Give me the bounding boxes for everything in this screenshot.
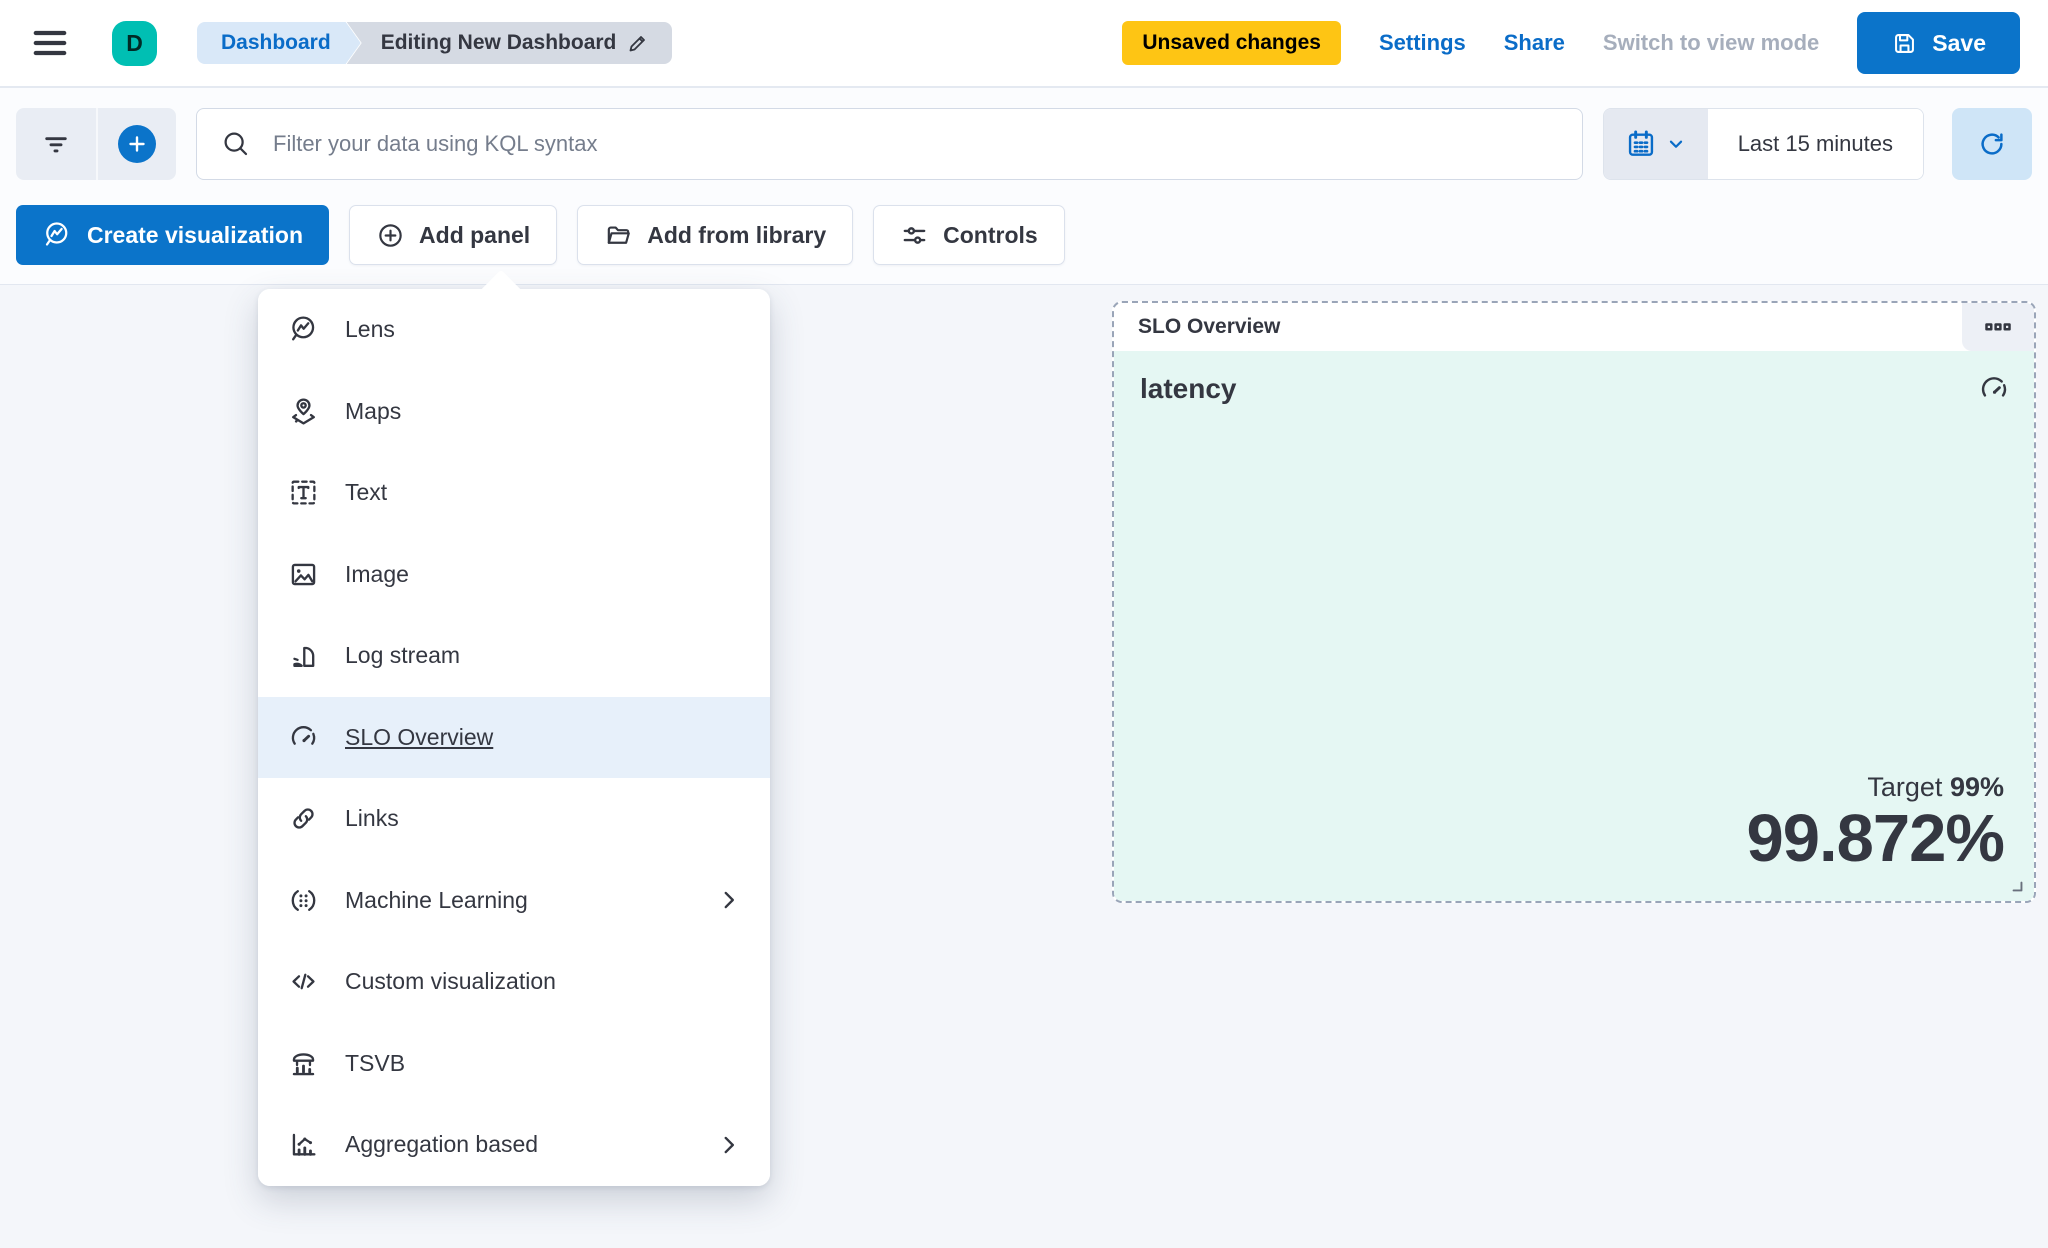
maps-icon: [288, 396, 319, 427]
create-visualization-label: Create visualization: [87, 221, 304, 248]
menu-item-links[interactable]: Links: [258, 778, 770, 860]
add-panel-menu: Lens Maps Text Image Log stream SLO Over…: [258, 269, 770, 1186]
filter-icon: [40, 128, 72, 160]
save-icon: [1891, 30, 1918, 57]
menu-item-machine-learning[interactable]: Machine Learning: [258, 860, 770, 942]
settings-link[interactable]: Settings: [1378, 30, 1466, 55]
chevron-right-icon: [716, 887, 742, 913]
header-actions: Unsaved changes Settings Share Switch to…: [1122, 12, 2020, 74]
slo-metric-name: latency: [1140, 373, 1237, 404]
hamburger-menu-button[interactable]: [28, 21, 72, 65]
panel-header: SLO Overview: [1114, 303, 2034, 351]
save-button[interactable]: Save: [1857, 12, 2020, 74]
slo-target-value: 99%: [1949, 771, 2004, 802]
slo-values: Target 99% 99.872%: [1747, 772, 2005, 875]
menu-item-slo-overview[interactable]: SLO Overview: [258, 696, 770, 778]
slo-overview-panel[interactable]: SLO Overview latency Target 99% 99.872%: [1112, 301, 2036, 903]
hamburger-icon: [30, 23, 70, 63]
refresh-icon: [1977, 129, 2007, 159]
agg-icon: [288, 1129, 319, 1160]
plus-circle-icon: [376, 221, 405, 250]
switch-view-mode-link[interactable]: Switch to view mode: [1602, 30, 1820, 55]
controls-label: Controls: [943, 221, 1038, 248]
avatar[interactable]: D: [112, 20, 157, 66]
gauge-icon: [1978, 373, 2010, 405]
refresh-button[interactable]: [1952, 108, 2032, 180]
folder-icon: [604, 221, 633, 250]
add-from-library-label: Add from library: [647, 221, 827, 248]
time-picker-calendar-button[interactable]: [1603, 109, 1708, 179]
controls-button[interactable]: Controls: [873, 205, 1065, 265]
search-toolbar: Last 15 minutes: [0, 88, 2048, 180]
breadcrumb: Dashboard Editing New Dashboard: [197, 22, 673, 64]
filter-menu-button[interactable]: [16, 108, 96, 180]
text-icon: [288, 477, 319, 508]
menu-item-maps[interactable]: Maps: [258, 371, 770, 453]
add-panel-label: Add panel: [419, 221, 531, 248]
plus-circle-icon: [118, 125, 156, 163]
slo-panel-body: latency Target 99% 99.872%: [1114, 351, 2034, 901]
breadcrumb-current[interactable]: Editing New Dashboard: [346, 22, 673, 64]
log-stream-icon: [288, 640, 319, 671]
panel-options-button[interactable]: [1962, 303, 2034, 351]
kql-search-input[interactable]: [273, 131, 1558, 157]
menu-item-aggregation-based[interactable]: Aggregation based: [258, 1104, 770, 1186]
links-icon: [288, 803, 319, 834]
menu-item-custom-visualization[interactable]: Custom visualization: [258, 941, 770, 1023]
panel-title: SLO Overview: [1138, 315, 1281, 338]
dashboard-canvas: Lens Maps Text Image Log stream SLO Over…: [0, 269, 2048, 1248]
calendar-icon: [1625, 128, 1657, 160]
share-link[interactable]: Share: [1503, 30, 1565, 55]
create-visualization-button[interactable]: Create visualization: [16, 205, 330, 265]
code-icon: [288, 966, 319, 997]
menu-item-lens[interactable]: Lens: [258, 289, 770, 371]
slo-gauge-icon: [288, 722, 319, 753]
pencil-icon: [626, 31, 650, 55]
add-from-library-button[interactable]: Add from library: [577, 205, 854, 265]
slo-value: 99.872%: [1746, 800, 2005, 876]
menu-item-log-stream[interactable]: Log stream: [258, 615, 770, 697]
breadcrumb-dashboard[interactable]: Dashboard: [197, 22, 361, 64]
time-picker: Last 15 minutes: [1602, 108, 1924, 180]
image-icon: [288, 559, 319, 590]
ml-icon: [288, 885, 319, 916]
tsvb-icon: [288, 1048, 319, 1079]
add-panel-button[interactable]: Add panel: [349, 205, 558, 265]
breadcrumb-current-label: Editing New Dashboard: [380, 31, 617, 54]
chevron-down-icon: [1665, 133, 1687, 155]
dashboard-actions-bar: Create visualization Add panel Add from …: [0, 180, 2048, 265]
kql-search-bar: [196, 108, 1583, 180]
controls-sliders-icon: [900, 221, 929, 250]
lens-icon: [288, 314, 319, 345]
panel-options-icon: [1983, 312, 2013, 342]
lens-icon: [42, 220, 72, 250]
search-icon: [221, 129, 251, 159]
time-range-value[interactable]: Last 15 minutes: [1707, 109, 1923, 179]
save-button-label: Save: [1932, 29, 1986, 56]
menu-item-text[interactable]: Text: [258, 452, 770, 534]
menu-item-image[interactable]: Image: [258, 534, 770, 616]
filter-button-group: [16, 108, 176, 180]
panel-resize-handle[interactable]: [2008, 877, 2027, 896]
chevron-right-icon: [716, 1132, 742, 1158]
slo-target-label: Target: [1867, 771, 1943, 802]
add-panel-menu-list: Lens Maps Text Image Log stream SLO Over…: [258, 289, 770, 1186]
add-filter-button[interactable]: [96, 108, 176, 180]
top-header: D Dashboard Editing New Dashboard Unsave…: [0, 0, 2048, 88]
unsaved-changes-badge: Unsaved changes: [1122, 21, 1341, 65]
menu-item-tsvb[interactable]: TSVB: [258, 1023, 770, 1105]
